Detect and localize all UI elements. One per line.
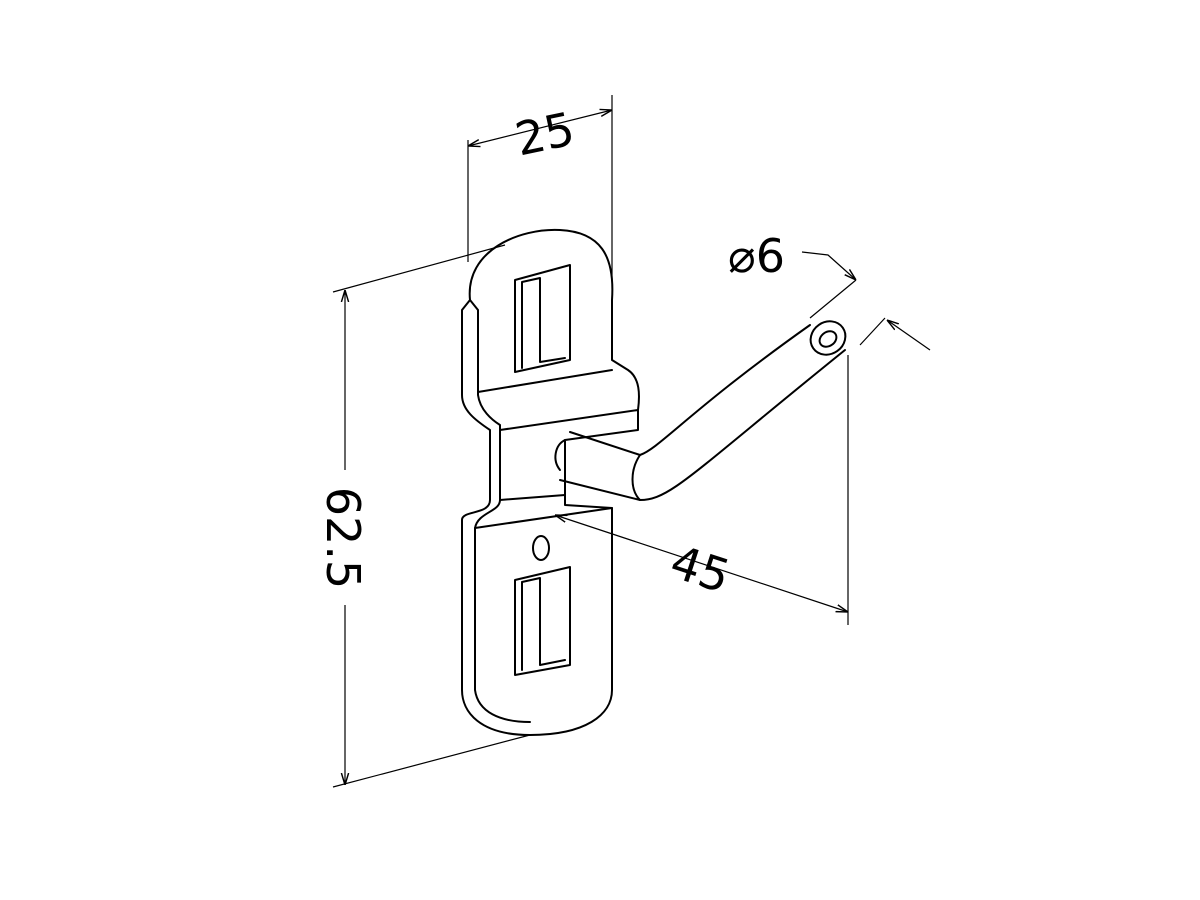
dimension-length-label: 45 xyxy=(664,534,736,603)
pegboard-plate xyxy=(461,228,640,736)
dimension-height-label: 62.5 xyxy=(316,487,370,589)
dimension-width-label: 25 xyxy=(511,102,579,167)
dimension-diameter: ⌀6 xyxy=(728,229,931,351)
hook-rod xyxy=(554,320,847,501)
dimension-width: 25 xyxy=(468,95,612,280)
dimension-diameter-label: ⌀6 xyxy=(728,229,785,283)
dimension-height: 62.5 xyxy=(316,244,531,788)
